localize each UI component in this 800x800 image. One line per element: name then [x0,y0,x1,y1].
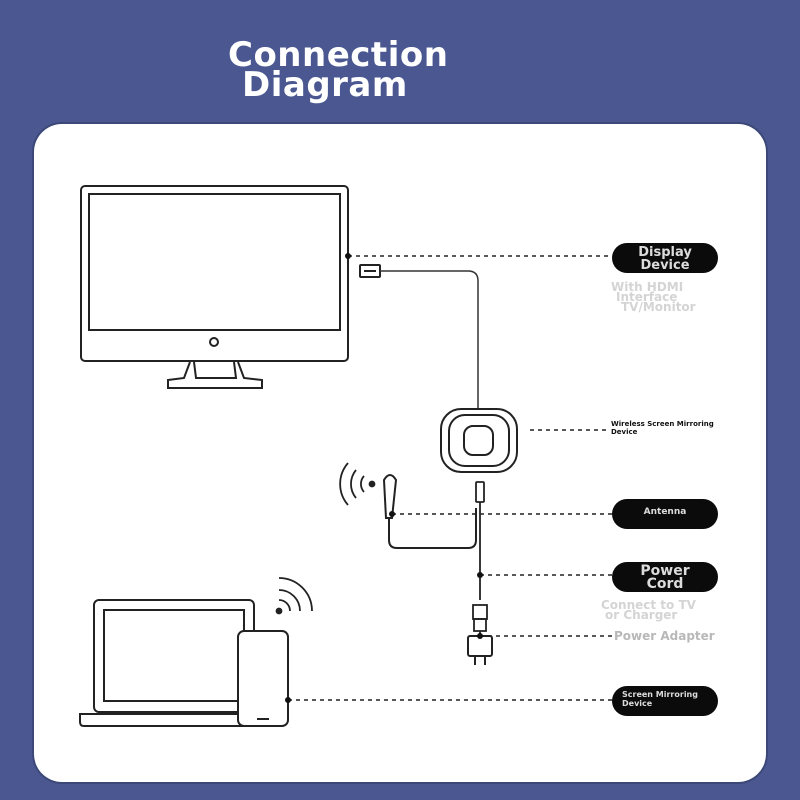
label-display-device: Display Device [612,243,718,273]
hdmi-plug-icon [359,264,381,278]
antenna-name: Antenna [643,507,687,517]
mirroring-device-name: Wireless Screen Mirroring Device [611,420,714,436]
desc-line: Interface [616,290,678,304]
power-adapter-icon [467,635,493,665]
desc-line: With HDMI [611,280,684,294]
power-cord-name: Power Cord [640,563,690,592]
phone-icon [237,630,289,727]
label-power-adapter: Power Adapter [614,629,715,643]
label-mirroring-device: Wireless Screen Mirroring Device [611,420,721,436]
laptop-icon [79,599,255,727]
page-title: Connection Diagram [228,38,448,105]
label-power-cord: Power Cord [612,562,718,592]
title-line-2: Diagram [242,65,408,105]
label-antenna: Antenna [612,499,718,529]
title-line-1: Connection [228,35,449,75]
wifi-icon [275,577,313,615]
leader-lines [288,255,612,701]
dongle-icon [440,408,518,473]
power-cord-description: Connect to TV or Charger [601,598,696,622]
display-device-description: With HDMI Interface TV/Monitor [611,280,696,314]
wifi-icon [339,462,376,506]
leader-dots [285,253,483,703]
desc-line: TV/Monitor [621,300,696,314]
usb-plug-icon [472,481,488,636]
desc-line: Connect to TV [601,598,696,612]
power-adapter-name: Power Adapter [614,629,715,643]
desc-line: or Charger [605,608,678,622]
screen-device-name: Screen Mirroring Device [622,690,698,708]
antenna-icon [382,474,477,549]
label-screen-mirroring-device: Screen Mirroring Device [612,686,718,716]
diagram-card [34,124,766,782]
monitor-icon [80,185,349,389]
display-device-name: Display Device [638,245,692,273]
